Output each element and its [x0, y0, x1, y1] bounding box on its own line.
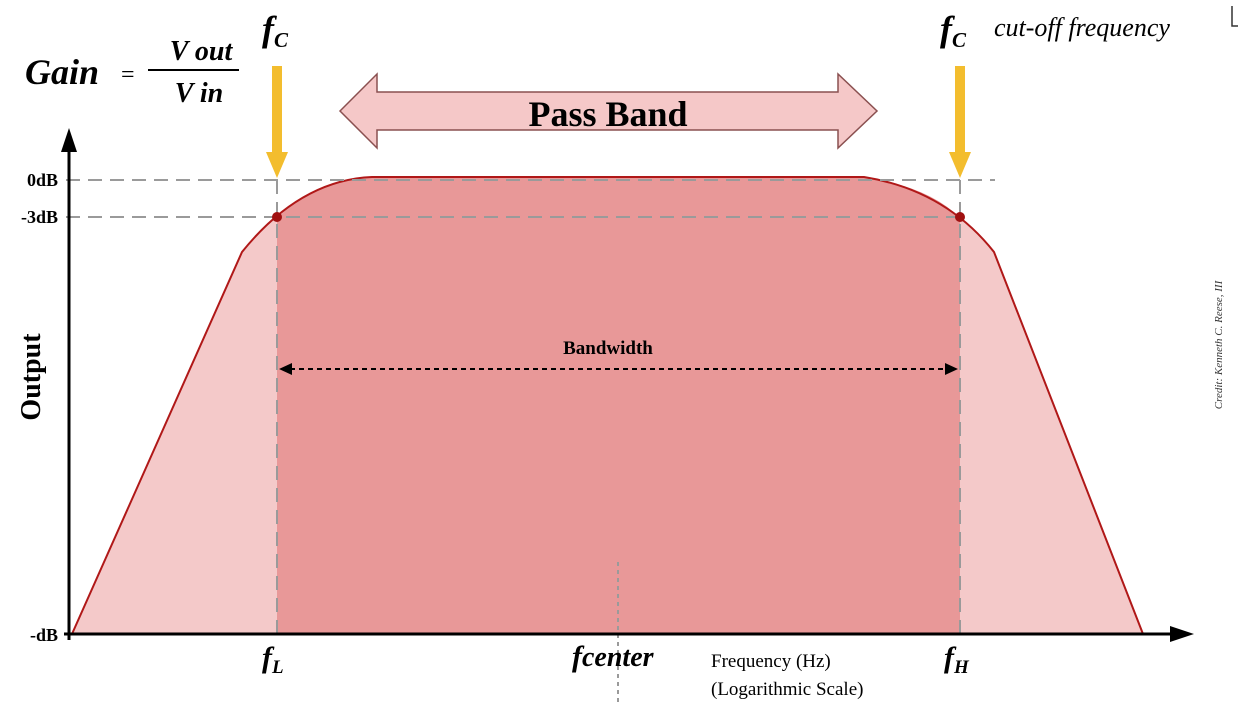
passband-arrow	[338, 72, 879, 150]
credit-text: Credit: Kenneth C. Reese, III	[1213, 279, 1225, 409]
bandwidth-arrowhead-left	[279, 363, 292, 375]
f-high-point	[955, 212, 965, 222]
cutoff-arrow-left	[266, 66, 288, 178]
passband-label: Pass Band	[528, 94, 687, 134]
cutoff-label-right: fC	[940, 9, 967, 52]
cutoff-arrow-right	[949, 66, 971, 178]
bandwidth-label: Bandwidth	[563, 338, 653, 359]
x-axis-title-line2: (Logarithmic Scale)	[711, 679, 863, 700]
gain-equals: =	[121, 62, 135, 88]
y-axis-title: Output	[16, 333, 47, 421]
f-low-point	[272, 212, 282, 222]
f-high-label: fH	[944, 641, 970, 678]
cutoff-note: cut-off frequency	[994, 13, 1170, 42]
x-axis-title-line1: Frequency (Hz)	[711, 651, 831, 672]
f-low-label: fL	[262, 641, 284, 678]
tick-minus-db: -dB	[30, 625, 58, 645]
gain-numerator: V out	[170, 36, 234, 67]
bandwidth-arrowhead-right	[945, 363, 958, 375]
x-axis-arrowhead	[1170, 626, 1194, 642]
gain-label: Gain	[25, 52, 99, 92]
f-center-label: fcenter	[572, 640, 655, 673]
passband-fill	[277, 177, 960, 634]
cutoff-label-left: fC	[262, 9, 289, 52]
gain-denominator: V in	[175, 78, 224, 109]
tick-minus3db: -3dB	[21, 207, 58, 227]
tick-0db: 0dB	[27, 170, 58, 190]
y-axis-arrowhead	[61, 128, 77, 152]
corner-mark	[1231, 6, 1238, 27]
